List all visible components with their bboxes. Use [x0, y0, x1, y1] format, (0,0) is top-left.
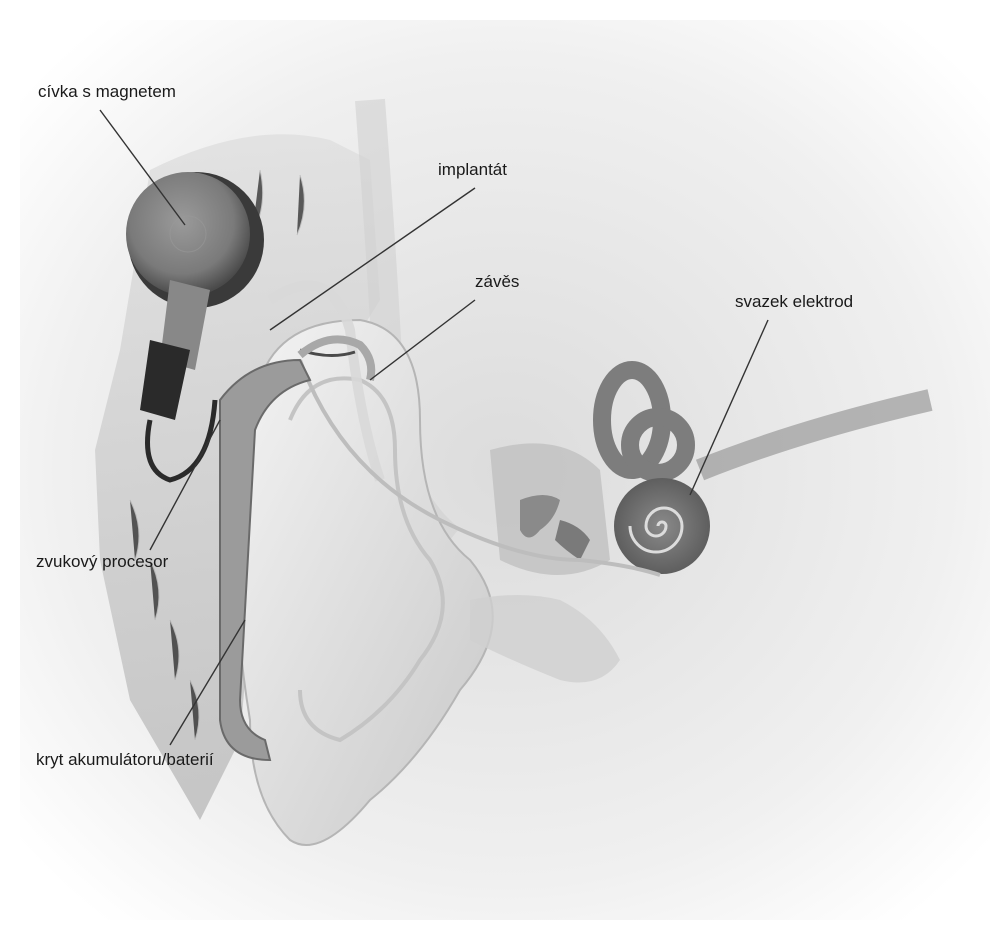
coil-with-magnet: [126, 172, 250, 296]
label-battery: kryt akumulátoru/baterií: [36, 750, 214, 770]
label-earhook: závěs: [475, 272, 519, 292]
label-processor: zvukový procesor: [36, 552, 168, 572]
label-electrode: svazek elektrod: [735, 292, 853, 312]
label-implant: implantát: [438, 160, 507, 180]
label-coil: cívka s magnetem: [38, 82, 176, 102]
cochlea: [614, 478, 710, 574]
